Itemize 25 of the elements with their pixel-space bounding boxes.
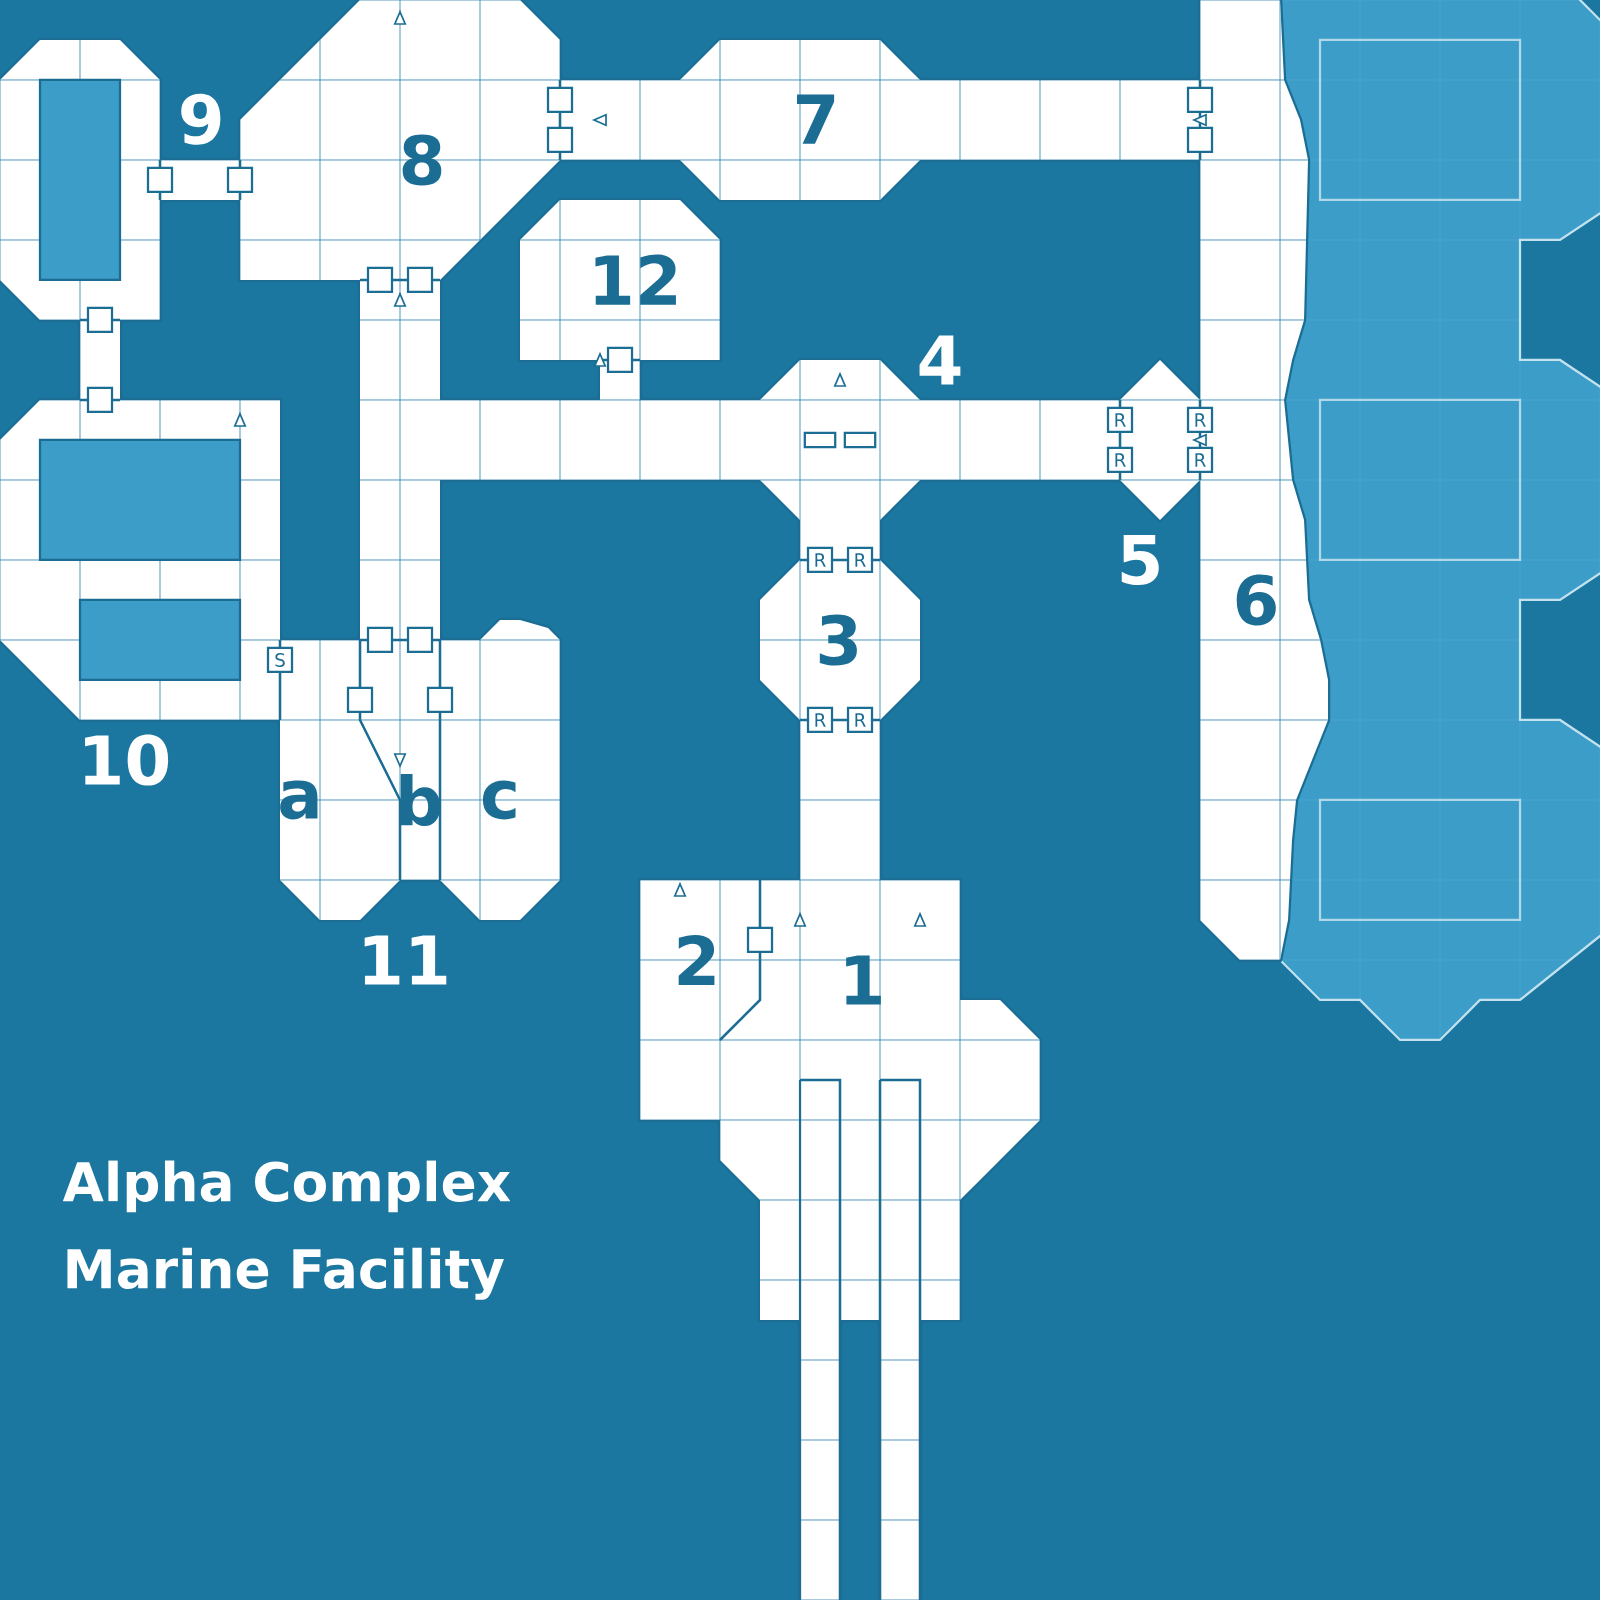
room-number: 12 <box>595 254 676 305</box>
room-number: 9 <box>181 93 221 145</box>
room-number: 7 <box>797 94 835 144</box>
door-letter: R <box>1115 413 1126 427</box>
room-number: 8 <box>402 134 442 186</box>
room-number: 4 <box>919 335 961 385</box>
room-number: 6 <box>1236 574 1276 626</box>
room-number: c <box>482 780 516 820</box>
door-letter: R <box>1195 453 1206 467</box>
door-letter: R <box>1195 413 1206 427</box>
room-number: 1 <box>846 955 881 1005</box>
door-letter: R <box>815 713 826 727</box>
door-letter: S <box>275 653 285 667</box>
map-title: Alpha Complex Marine Facility <box>62 1160 511 1300</box>
door-letter: R <box>855 713 866 727</box>
room-number: 2 <box>678 934 715 986</box>
room-number: 5 <box>1121 534 1159 586</box>
room-number: 10 <box>85 734 169 786</box>
room-number: 3 <box>819 614 857 666</box>
door-letter: R <box>855 553 866 567</box>
room-number: a <box>280 780 318 820</box>
room-number: b <box>400 773 441 827</box>
room-number: 11 <box>364 935 447 985</box>
door-letter: R <box>815 553 826 567</box>
door-letter: R <box>1115 453 1126 467</box>
